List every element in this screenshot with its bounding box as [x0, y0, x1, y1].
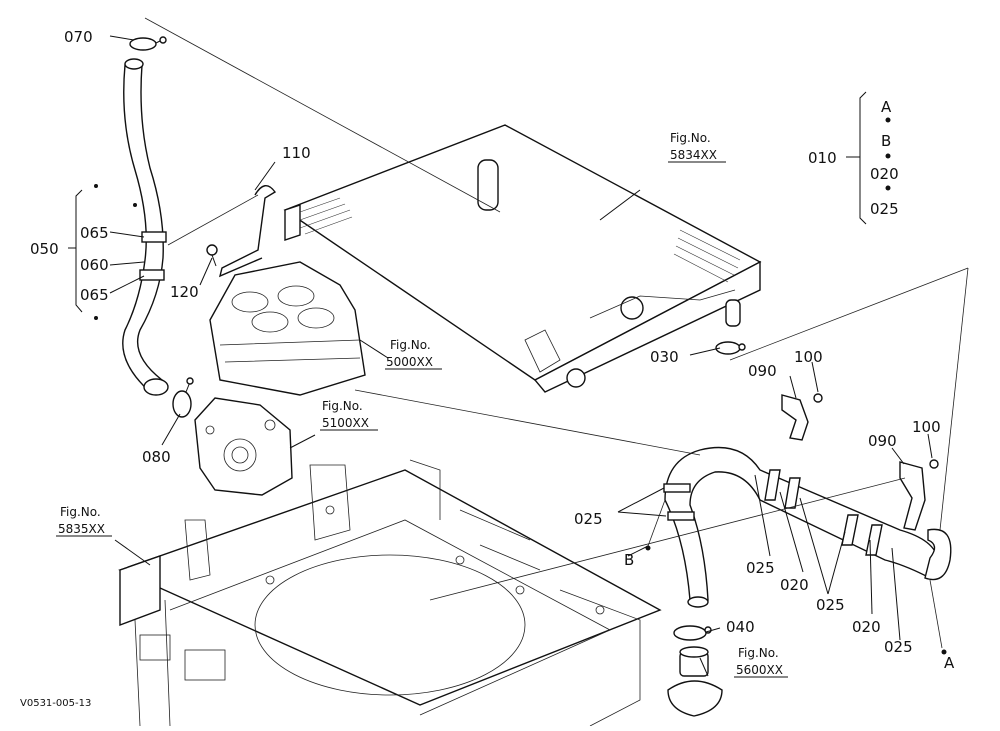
upper-hose	[122, 58, 169, 396]
label-010: 010	[808, 149, 837, 167]
label-030: 030	[650, 348, 679, 366]
group-brackets	[68, 91, 867, 313]
lower-hose	[663, 446, 952, 608]
engine-block	[209, 261, 366, 396]
label-025-left: 025	[574, 510, 603, 528]
label-b-top: B	[881, 132, 891, 150]
label-065-upper: 065	[80, 224, 109, 242]
clamp-040	[673, 625, 712, 641]
label-065-lower: 065	[80, 286, 109, 304]
figref-5600-number: 5600XX	[736, 663, 783, 677]
bolt-120	[206, 244, 218, 267]
figref-5000-number: 5000XX	[386, 355, 433, 369]
figref-5100-title: Fig.No.	[322, 399, 363, 413]
figref-5834-title: Fig.No.	[670, 131, 711, 145]
clamp-030	[715, 341, 746, 355]
label-025-mid3: 025	[884, 638, 913, 656]
figref-5000-title: Fig.No.	[390, 338, 431, 352]
figref-5100-number: 5100XX	[322, 416, 369, 430]
figure-references: Fig.No. 5834XX Fig.No. 5000XX Fig.No. 51…	[58, 131, 783, 677]
thermostat-housing	[667, 646, 723, 717]
label-100-a: 100	[794, 348, 823, 366]
label-025-top: 025	[870, 200, 899, 218]
figref-5834-number: 5834XX	[670, 148, 717, 162]
label-070: 070	[64, 28, 93, 46]
figref-underlines	[56, 161, 788, 678]
label-b: B	[624, 551, 634, 569]
bracket-090a	[781, 393, 823, 441]
figref-5600-title: Fig.No.	[738, 646, 779, 660]
label-020-mid1: 020	[780, 576, 809, 594]
water-pump-housing	[194, 397, 293, 496]
leader-lines	[109, 17, 969, 677]
label-090-a: 090	[748, 362, 777, 380]
figref-5835-title: Fig.No.	[60, 505, 101, 519]
part-labels: 070 110 050 065 060 065 120 080 010 A B …	[30, 28, 955, 672]
clamp-070	[129, 36, 167, 51]
label-040: 040	[726, 618, 755, 636]
bracket-110	[218, 185, 277, 278]
label-080: 080	[142, 448, 171, 466]
label-025-mid2: 025	[816, 596, 845, 614]
label-100-b: 100	[912, 418, 941, 436]
clamp-080	[172, 377, 194, 418]
label-120: 120	[170, 283, 199, 301]
label-020-mid2: 020	[852, 618, 881, 636]
frame	[118, 459, 662, 727]
label-110: 110	[282, 144, 311, 162]
label-a-top: A	[881, 98, 892, 116]
drawing-code: V0531-005-13	[20, 698, 91, 709]
reference-dots	[94, 117, 947, 655]
bracket-090b	[899, 459, 939, 531]
label-090-b: 090	[868, 432, 897, 450]
label-060: 060	[80, 256, 109, 274]
label-a: A	[944, 654, 955, 672]
label-025-mid1: 025	[746, 559, 775, 577]
figref-5835-number: 5835XX	[58, 522, 105, 536]
label-050: 050	[30, 240, 59, 258]
label-020-top: 020	[870, 165, 899, 183]
radiator	[283, 124, 762, 393]
